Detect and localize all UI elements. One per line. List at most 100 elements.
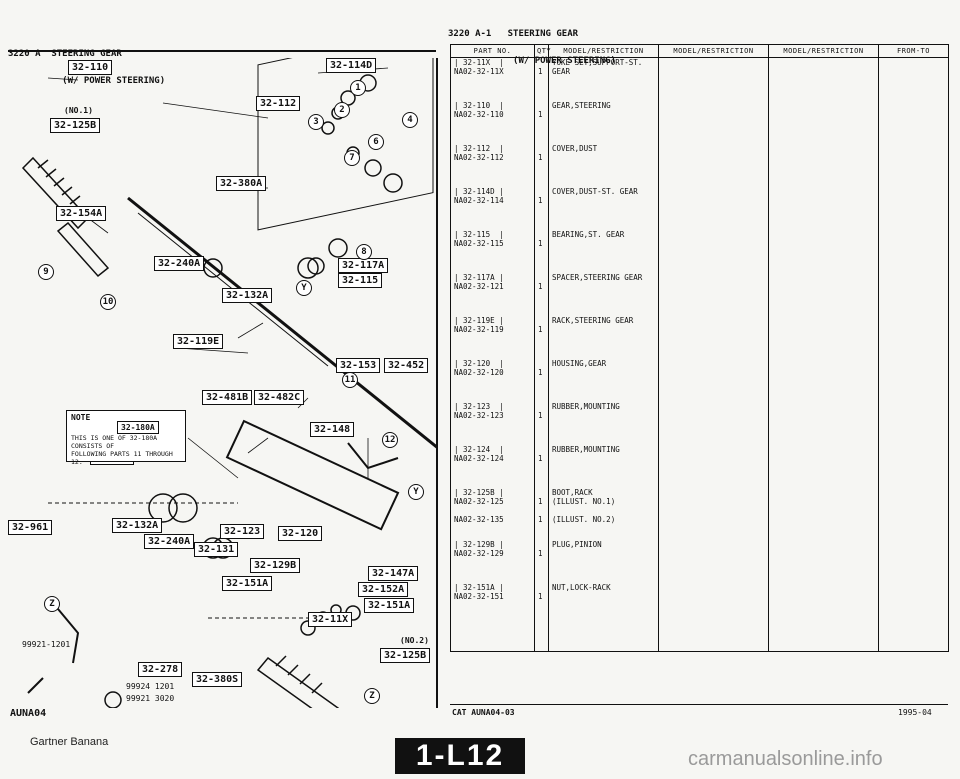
table-row: | 32-11X |NA02-32-11X 1 YOKE SET,SUPPORT… <box>450 57 949 101</box>
qty: 1 <box>538 153 543 162</box>
description: BEARING,ST. GEAR <box>552 230 625 239</box>
callout-9: 9 <box>38 264 54 280</box>
tag-32-380a: 32-380A <box>216 176 267 191</box>
qty-alt: 1 <box>538 515 543 524</box>
callout-8: 8 <box>356 244 372 260</box>
tag-32-119e: 32-119E <box>173 334 224 349</box>
watermark: carmanualsonline.info <box>688 748 883 770</box>
footer-rule <box>450 704 948 705</box>
callout-y: Y <box>296 280 312 296</box>
ref-number: | 32-117A | <box>454 273 504 282</box>
qty: 1 <box>538 325 543 334</box>
qty: 1 <box>538 239 543 248</box>
ref-number: | 32-119E | <box>454 316 504 325</box>
tag-32-240a-b: 32-240A <box>144 534 195 549</box>
publisher-label: Gartner Banana <box>30 736 109 748</box>
col-header-part-no: PART NO. <box>450 44 535 58</box>
tag-32-131: 32-131 <box>194 542 239 557</box>
callout-3: 3 <box>308 114 324 130</box>
part-number: NA02-32-124 <box>454 454 504 463</box>
tag-32-120: 32-120 <box>278 526 323 541</box>
description: COVER,DUST <box>552 144 598 153</box>
col-header-from-to: FROM-TO <box>878 44 949 58</box>
ref-number: | 32-129B | <box>454 540 504 549</box>
callout-6: 6 <box>368 134 384 150</box>
description: RUBBER,MOUNTING <box>552 445 620 454</box>
page-number-badge: 1-L12 <box>395 738 525 774</box>
part-number: NA02-32-11X <box>454 67 504 76</box>
callout-7: 7 <box>344 150 360 166</box>
callout-10: 10 <box>100 294 116 310</box>
part-number: NA02-32-115 <box>454 239 504 248</box>
tag-32-240a-a: 32-240A <box>154 256 205 271</box>
part-number: NA02-32-110 <box>454 110 504 119</box>
description-illust-1: (ILLUST. NO.1) <box>552 497 616 506</box>
qty: 1 <box>538 67 543 76</box>
tag-32-152a: 32-152A <box>358 582 409 597</box>
table-row: | 32-119E |NA02-32-119 1 RACK,STEERING G… <box>450 316 949 359</box>
tag-32-452: 32-452 <box>384 358 429 373</box>
ref-number: | 32-110 | <box>454 101 504 110</box>
tag-32-125b-a: 32-125B <box>50 118 101 133</box>
callout-z: Z <box>44 596 60 612</box>
qty: 1 <box>538 411 543 420</box>
qty: 1 <box>538 196 543 205</box>
qty: 1 <box>538 110 543 119</box>
table-row: | 32-151A |NA02-32-151 1 NUT,LOCK-RACK <box>450 583 949 652</box>
tag-32-154a: 32-154A <box>56 206 107 221</box>
tag-32-129b: 32-129B <box>250 558 301 573</box>
label-99921-3020: 99921 3020 <box>126 694 175 703</box>
tag-32-180a: 32-180A <box>117 421 159 434</box>
part-number: NA02-32-123 <box>454 411 504 420</box>
tag-32-11x: 32-11X <box>308 612 353 627</box>
description: COVER,DUST-ST. GEAR <box>552 187 638 196</box>
parts-table: PART NO. QTY MODEL/RESTRICTION MODEL/RES… <box>450 44 949 652</box>
description-illust-2: (ILLUST. NO.2) <box>552 515 616 524</box>
table-row: | 32-110 |NA02-32-110 1 GEAR,STEERING <box>450 101 949 144</box>
tag-32-151a-b: 32-151A <box>364 598 415 613</box>
tag-32-115: 32-115 <box>338 273 383 288</box>
col-header-model-restriction-1: MODEL/RESTRICTION <box>548 44 659 58</box>
part-number: NA02-32-114 <box>454 196 504 205</box>
label-99921-1201: 99921-1201 <box>22 640 71 649</box>
tag-32-961: 32-961 <box>8 520 53 535</box>
note-line2: FOLLOWING PARTS 11 THROUGH 12. <box>71 450 173 466</box>
exploded-diagram: 32-110 32-114D 32-112 (NO.1) 32-125B 32-… <box>8 27 439 722</box>
description: GEAR,STEERING <box>552 101 611 110</box>
description: YOKE SET,SUPPORT-ST. GEAR <box>552 58 643 76</box>
callout-11: 11 <box>342 372 358 388</box>
header-left: 3220 A STEERING GEAR (W/ POWER STEERING) <box>8 32 165 95</box>
qty: 1 <box>538 592 543 601</box>
tag-32-132a-b: 32-132A <box>112 518 163 533</box>
ref-number: | 32-115 | <box>454 230 504 239</box>
description: SPACER,STEERING GEAR <box>552 273 643 282</box>
table-header-row: PART NO. QTY MODEL/RESTRICTION MODEL/RES… <box>450 44 949 58</box>
col-header-model-restriction-3: MODEL/RESTRICTION <box>768 44 879 58</box>
table-row: | 32-114D |NA02-32-114 1 COVER,DUST-ST. … <box>450 187 949 230</box>
tag-32-153: 32-153 <box>336 358 381 373</box>
tag-32-125b-b: 32-125B <box>380 648 431 663</box>
ref-number: | 32-120 | <box>454 359 504 368</box>
callout-z2: Z <box>364 688 380 704</box>
description: PLUG,PINION <box>552 540 602 549</box>
ref-number: | 32-151A | <box>454 583 504 592</box>
ref-number: | 32-123 | <box>454 402 504 411</box>
qty: 1 <box>538 282 543 291</box>
table-row: | 32-123 |NA02-32-123 1 RUBBER,MOUNTING <box>450 402 949 445</box>
tag-32-117a: 32-117A <box>338 258 389 273</box>
table-row: | 32-129B |NA02-32-129 1 PLUG,PINION <box>450 540 949 583</box>
description: RUBBER,MOUNTING <box>552 402 620 411</box>
description: RACK,STEERING GEAR <box>552 316 634 325</box>
description: NUT,LOCK-RACK <box>552 583 611 592</box>
tag-32-278: 32-278 <box>138 662 183 677</box>
table-row: | 32-120 |NA02-32-120 1 HOUSING,GEAR <box>450 359 949 402</box>
header-rule-left <box>8 50 436 52</box>
callout-y2: Y <box>408 484 424 500</box>
label-no1: (NO.1) <box>64 106 93 115</box>
ref-number: | 32-112 | <box>454 144 504 153</box>
ref-number: | 32-114D | <box>454 187 504 196</box>
callout-4: 4 <box>402 112 418 128</box>
qty: 1 <box>538 497 543 506</box>
note-line1: THIS IS ONE OF 32-180A CONSISTS OF <box>71 434 158 450</box>
